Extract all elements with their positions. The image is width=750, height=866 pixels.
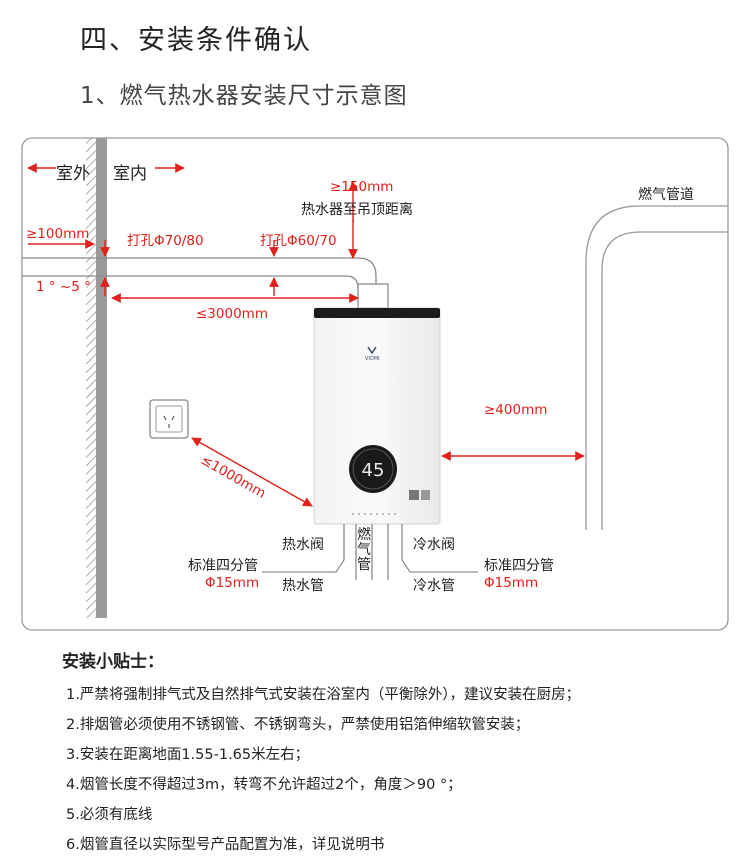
- side-clearance-value: ≥400mm: [484, 402, 548, 418]
- wall: [96, 138, 107, 618]
- std-pipe-left-label: 标准四分管: [188, 558, 258, 574]
- indoor-label: 室内: [113, 164, 147, 184]
- slope-label: 1 ° ~5 °: [36, 279, 91, 295]
- tip-item: 6.烟管直径以实际型号产品配置为准，详见说明书: [66, 837, 385, 853]
- tip-item: 3.安装在距离地面1.55-1.65米左右；: [66, 747, 310, 763]
- std-pipe-right-label: 标准四分管: [484, 558, 554, 574]
- heater-top-band: [314, 308, 440, 318]
- cold-water-pipe-label: 冷水管: [413, 578, 455, 594]
- section-heading: 四、安装条件确认: [80, 25, 312, 56]
- label-badge-icon: [409, 490, 419, 500]
- hot-water-pipe-line: [262, 524, 345, 573]
- diagram-frame: [21, 137, 729, 631]
- gas-pipeline-label: 燃气管道: [638, 187, 694, 203]
- diagram-subheading: 1、燃气热水器安装尺寸示意图: [80, 83, 408, 109]
- ceiling-distance-desc: 热水器至吊顶距离: [301, 202, 413, 218]
- cold-water-valve-label: 冷水阀: [413, 537, 455, 553]
- outer-hole-label: 打孔Φ70/80: [127, 233, 204, 249]
- tip-item: 2.排烟管必须使用不锈钢管、不锈钢弯头，严禁使用铝箔伸缩软管安装；: [66, 717, 530, 733]
- display-temperature: 45: [362, 460, 385, 481]
- outdoor-label: 室外: [56, 164, 90, 184]
- gas-pipe-label: 燃气管: [357, 527, 371, 573]
- flue-pipe: [22, 257, 377, 284]
- flue-length-value: ≤3000mm: [196, 306, 268, 322]
- ceiling-distance-value: ≥150mm: [330, 179, 394, 195]
- svg-text:VIOMI: VIOMI: [365, 356, 380, 362]
- hot-water-valve-label: 热水阀: [282, 537, 324, 553]
- hot-water-pipe-label: 热水管: [282, 578, 324, 594]
- display-screen: [349, 445, 397, 493]
- tip-item: 4.烟管长度不得超过3m，转弯不允许超过2个，角度＞90 °；: [66, 777, 462, 793]
- power-socket: [149, 399, 189, 439]
- pipe-diameter-left: Φ15mm: [205, 575, 260, 591]
- flue-collar: [357, 283, 389, 309]
- inner-hole-label: 打孔Φ60/70: [260, 233, 337, 249]
- wall-distance-value: ≥100mm: [26, 226, 90, 242]
- wall-hatch: [86, 138, 97, 618]
- tips-title: 安装小贴士：: [62, 652, 164, 672]
- brand-logo-icon: [367, 346, 377, 355]
- tip-item: 5.必须有底线: [66, 807, 153, 823]
- pipe-diameter-right: Φ15mm: [484, 575, 539, 591]
- socket-dim-line: [191, 437, 313, 507]
- tip-item: 1.严禁将强制排气式及自然排气式安装在浴室内（平衡除外），建议安装在厨房；: [66, 687, 581, 703]
- gas-pipeline: [585, 205, 728, 530]
